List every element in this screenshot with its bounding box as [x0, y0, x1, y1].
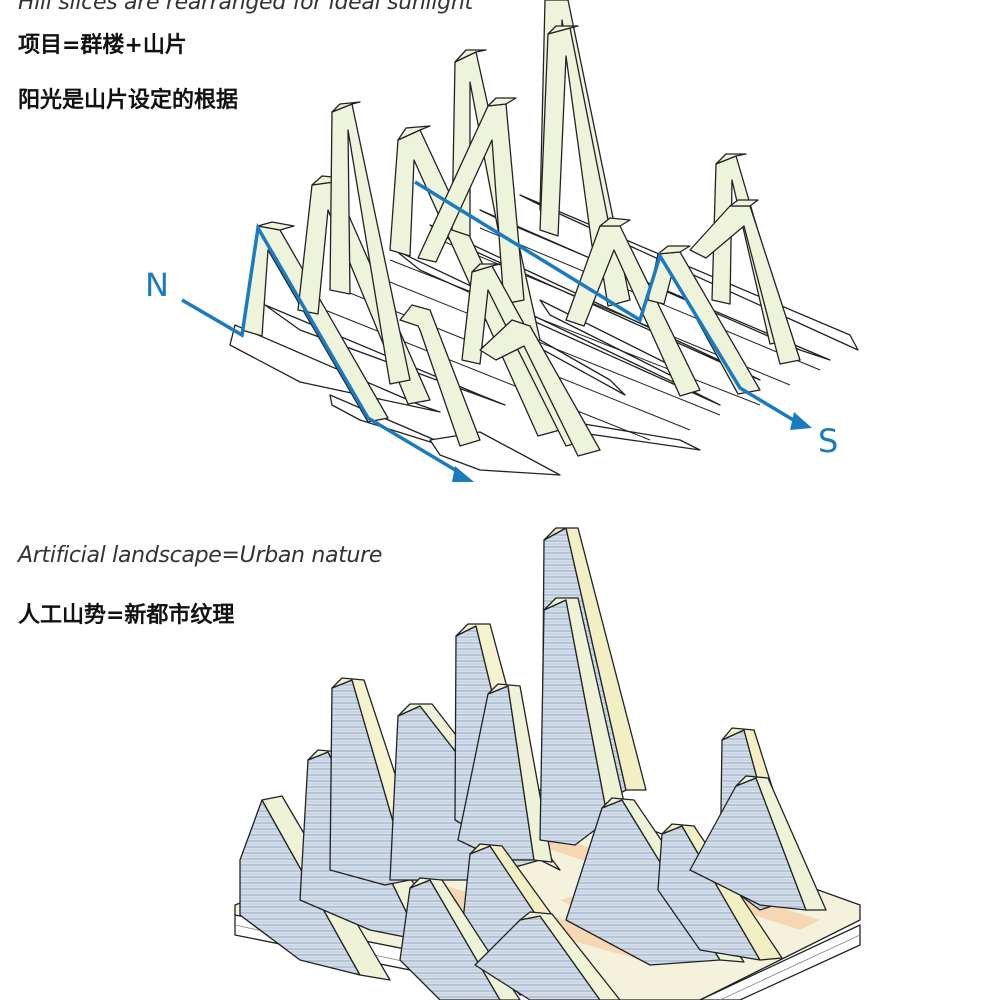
hill-slice: [689, 205, 801, 365]
tower: [543, 527, 647, 791]
hill-slice: [454, 49, 487, 63]
bottom-caption-english: Artificial landscape=Urban nature: [18, 543, 383, 568]
top-caption-english: Hill slices are rearranged for ideal sun…: [18, 0, 473, 15]
north-label: N: [145, 266, 169, 304]
north-arrowhead: [452, 466, 474, 482]
tower-masses: [239, 527, 827, 1000]
bottom-caption-chinese: 人工山势=新都市纹理: [18, 603, 235, 628]
sun-section-line: [181, 180, 801, 476]
hill-slices-diagram: [181, 0, 859, 482]
top-caption-chinese-1: 项目=群楼+山片: [18, 33, 187, 58]
hill-slice: [657, 245, 691, 255]
hill-slices: [241, 0, 801, 457]
hill-slice: [487, 97, 517, 107]
tower: [735, 775, 827, 911]
hill-slice: [257, 221, 295, 231]
hill-slice: [331, 101, 361, 113]
top-caption-chinese-2: 阳光是山片设定的根据: [18, 88, 239, 113]
hill-slice: [399, 304, 481, 447]
hill-slice: [397, 125, 431, 141]
hill-slice: [715, 153, 747, 165]
hill-slice: [471, 263, 501, 273]
hill-slice: [539, 27, 613, 247]
south-arrowhead: [790, 412, 812, 430]
hill-slice: [547, 25, 579, 35]
tower: [661, 823, 783, 961]
tower: [487, 683, 553, 863]
urban-landscape-diagram: [234, 527, 861, 1000]
south-label: S: [818, 422, 838, 460]
hill-slice: [479, 319, 601, 457]
hill-slice: [599, 217, 631, 227]
tower: [519, 911, 621, 1000]
hill-slice: [729, 199, 759, 207]
